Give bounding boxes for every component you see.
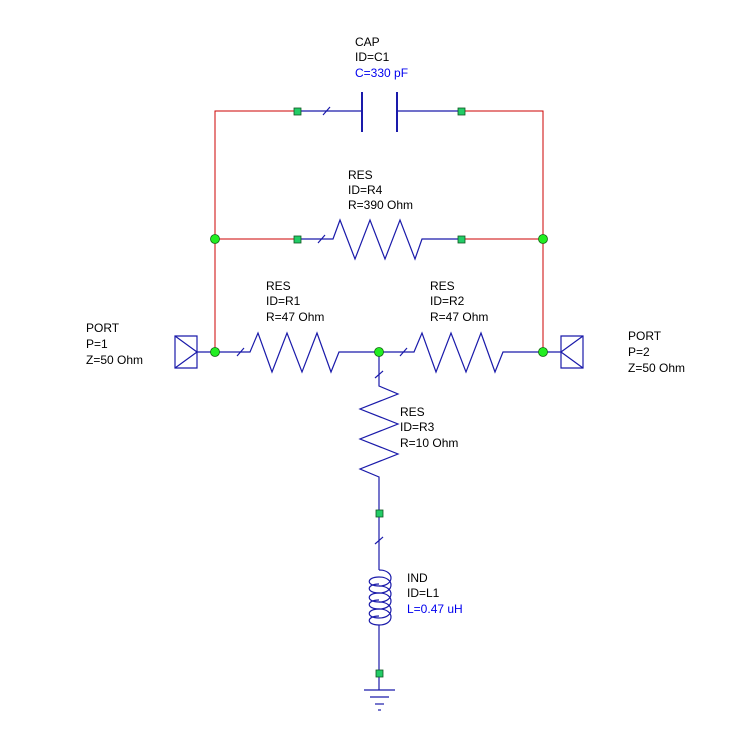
- wire-top-left[interactable]: [214, 110, 297, 352]
- r4-id-label: ID=R4: [348, 183, 383, 197]
- r1-type-label: RES: [266, 279, 291, 293]
- pin-l1-ground[interactable]: [375, 669, 384, 678]
- r4-value-label[interactable]: R=390 Ohm: [348, 198, 413, 212]
- port-2[interactable]: [543, 335, 584, 369]
- c1-type-label: CAP: [355, 35, 380, 49]
- r3-type-label: RES: [400, 405, 425, 419]
- resistor-r2[interactable]: [379, 331, 543, 374]
- pin-c1-left[interactable]: [293, 107, 302, 116]
- nodes: [210, 234, 548, 357]
- wire-top-right[interactable]: [461, 110, 544, 352]
- pin-r3-l1[interactable]: [375, 509, 384, 518]
- node-port2[interactable]: [538, 347, 548, 357]
- r3-id-label: ID=R3: [400, 420, 435, 434]
- resistor-r3[interactable]: [358, 352, 400, 513]
- r2-value-label[interactable]: R=47 Ohm: [430, 310, 488, 324]
- pin-c1-right[interactable]: [457, 107, 466, 116]
- node-right-mid[interactable]: [538, 234, 548, 244]
- port2-id-label: P=2: [628, 345, 650, 359]
- resistor-r1[interactable]: [215, 331, 379, 374]
- l1-id-label: ID=L1: [407, 586, 440, 600]
- port1-value-label[interactable]: Z=50 Ohm: [86, 353, 143, 367]
- r1-value-label[interactable]: R=47 Ohm: [266, 310, 324, 324]
- node-port1[interactable]: [210, 347, 220, 357]
- inductor-l1[interactable]: [368, 513, 392, 674]
- wires: [214, 110, 544, 352]
- resistor-r4[interactable]: [297, 218, 461, 261]
- port1-type-label: PORT: [86, 321, 120, 335]
- pin-r4-left[interactable]: [293, 235, 302, 244]
- port2-type-label: PORT: [628, 329, 662, 343]
- r4-type-label: RES: [348, 168, 373, 182]
- capacitor-c1[interactable]: [297, 92, 461, 132]
- ground-icon: [364, 674, 395, 711]
- l1-type-label: IND: [407, 571, 428, 585]
- r2-type-label: RES: [430, 279, 455, 293]
- r1-id-label: ID=R1: [266, 294, 301, 308]
- node-center[interactable]: [374, 347, 384, 357]
- c1-value-label[interactable]: C=330 pF: [355, 66, 408, 80]
- pins: [293, 107, 466, 678]
- l1-value-label[interactable]: L=0.47 uH: [407, 602, 463, 616]
- port1-id-label: P=1: [86, 337, 108, 351]
- c1-id-label: ID=C1: [355, 50, 390, 64]
- r2-id-label: ID=R2: [430, 294, 465, 308]
- node-left-mid[interactable]: [210, 234, 220, 244]
- port-1[interactable]: [174, 335, 215, 369]
- port2-value-label[interactable]: Z=50 Ohm: [628, 361, 685, 375]
- r3-value-label[interactable]: R=10 Ohm: [400, 436, 458, 450]
- pin-r4-right[interactable]: [457, 235, 466, 244]
